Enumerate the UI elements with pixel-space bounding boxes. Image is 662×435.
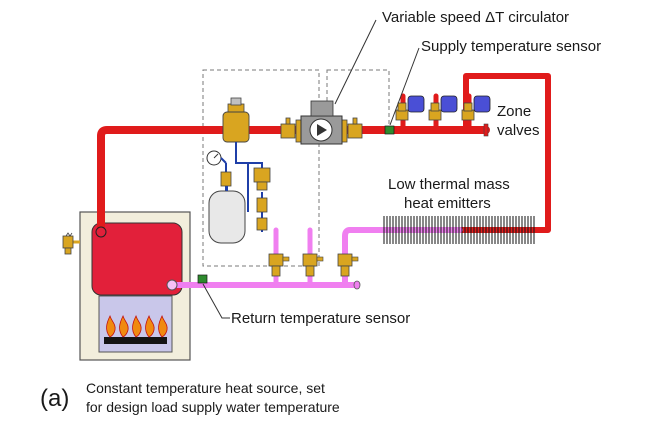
flow-arrow-icon	[317, 124, 327, 136]
supply-pipe-cap	[483, 123, 489, 137]
leader-lines	[202, 19, 420, 319]
flame-icon	[158, 314, 168, 338]
trim-valve	[256, 197, 268, 213]
supply-pipe-to-emitters	[453, 73, 551, 233]
circulator-label: Variable speed ΔT circulator	[382, 9, 570, 26]
fill-valve	[253, 167, 271, 191]
flame-icon	[145, 314, 155, 338]
burner-bar	[104, 337, 167, 344]
circulator-leader	[334, 19, 377, 105]
return-pipe-from-emitters	[342, 227, 463, 288]
air-separator-enclosure	[202, 69, 320, 267]
supply-tank-port	[95, 226, 107, 238]
return-valve	[268, 253, 290, 277]
relief-valve	[62, 232, 80, 255]
pressure-gauge	[206, 150, 227, 166]
return-temperature-sensor	[197, 274, 208, 284]
flame-icon	[132, 314, 142, 338]
supply-pipe-main	[97, 126, 490, 236]
return-valve	[302, 253, 324, 277]
circulator-flanges	[280, 117, 363, 143]
air-separator	[222, 97, 250, 152]
supply-temperature-sensor	[384, 125, 395, 135]
emitters-label-line2: heat emitters	[404, 195, 491, 212]
trim-valve	[256, 217, 268, 231]
caption-line2: for design load supply water temperature	[86, 399, 340, 415]
boiler-heat-exchanger	[91, 222, 183, 296]
supply-sensor-label: Supply temperature sensor	[421, 38, 602, 55]
flame-icons	[106, 314, 168, 338]
zone-valves-label-line2: valves	[497, 122, 540, 139]
zone-valve	[395, 95, 425, 121]
expansion-tank	[208, 186, 246, 244]
figure-letter: (a)	[40, 385, 70, 412]
trim-valve	[220, 171, 232, 187]
return-pipe-end	[353, 280, 361, 290]
return-valve	[337, 253, 359, 277]
zone-valve	[461, 95, 491, 121]
circulator-pump	[300, 100, 343, 145]
zone-valves-label-line1: Zone	[497, 103, 532, 120]
heat-emitter-fins	[383, 216, 535, 244]
return-sensor-label: Return temperature sensor	[231, 310, 411, 327]
emitters-label-line1: Low thermal mass	[388, 176, 510, 193]
caption-line1: Constant temperature heat source, set	[86, 380, 325, 396]
circulator-controller	[310, 100, 334, 117]
supply-sensor-leader	[389, 47, 420, 126]
zone-valve	[428, 95, 458, 121]
return-sensor-leader	[202, 283, 230, 319]
flame-icon	[106, 314, 116, 338]
flame-icon	[119, 314, 129, 338]
return-tank-port	[166, 279, 178, 291]
